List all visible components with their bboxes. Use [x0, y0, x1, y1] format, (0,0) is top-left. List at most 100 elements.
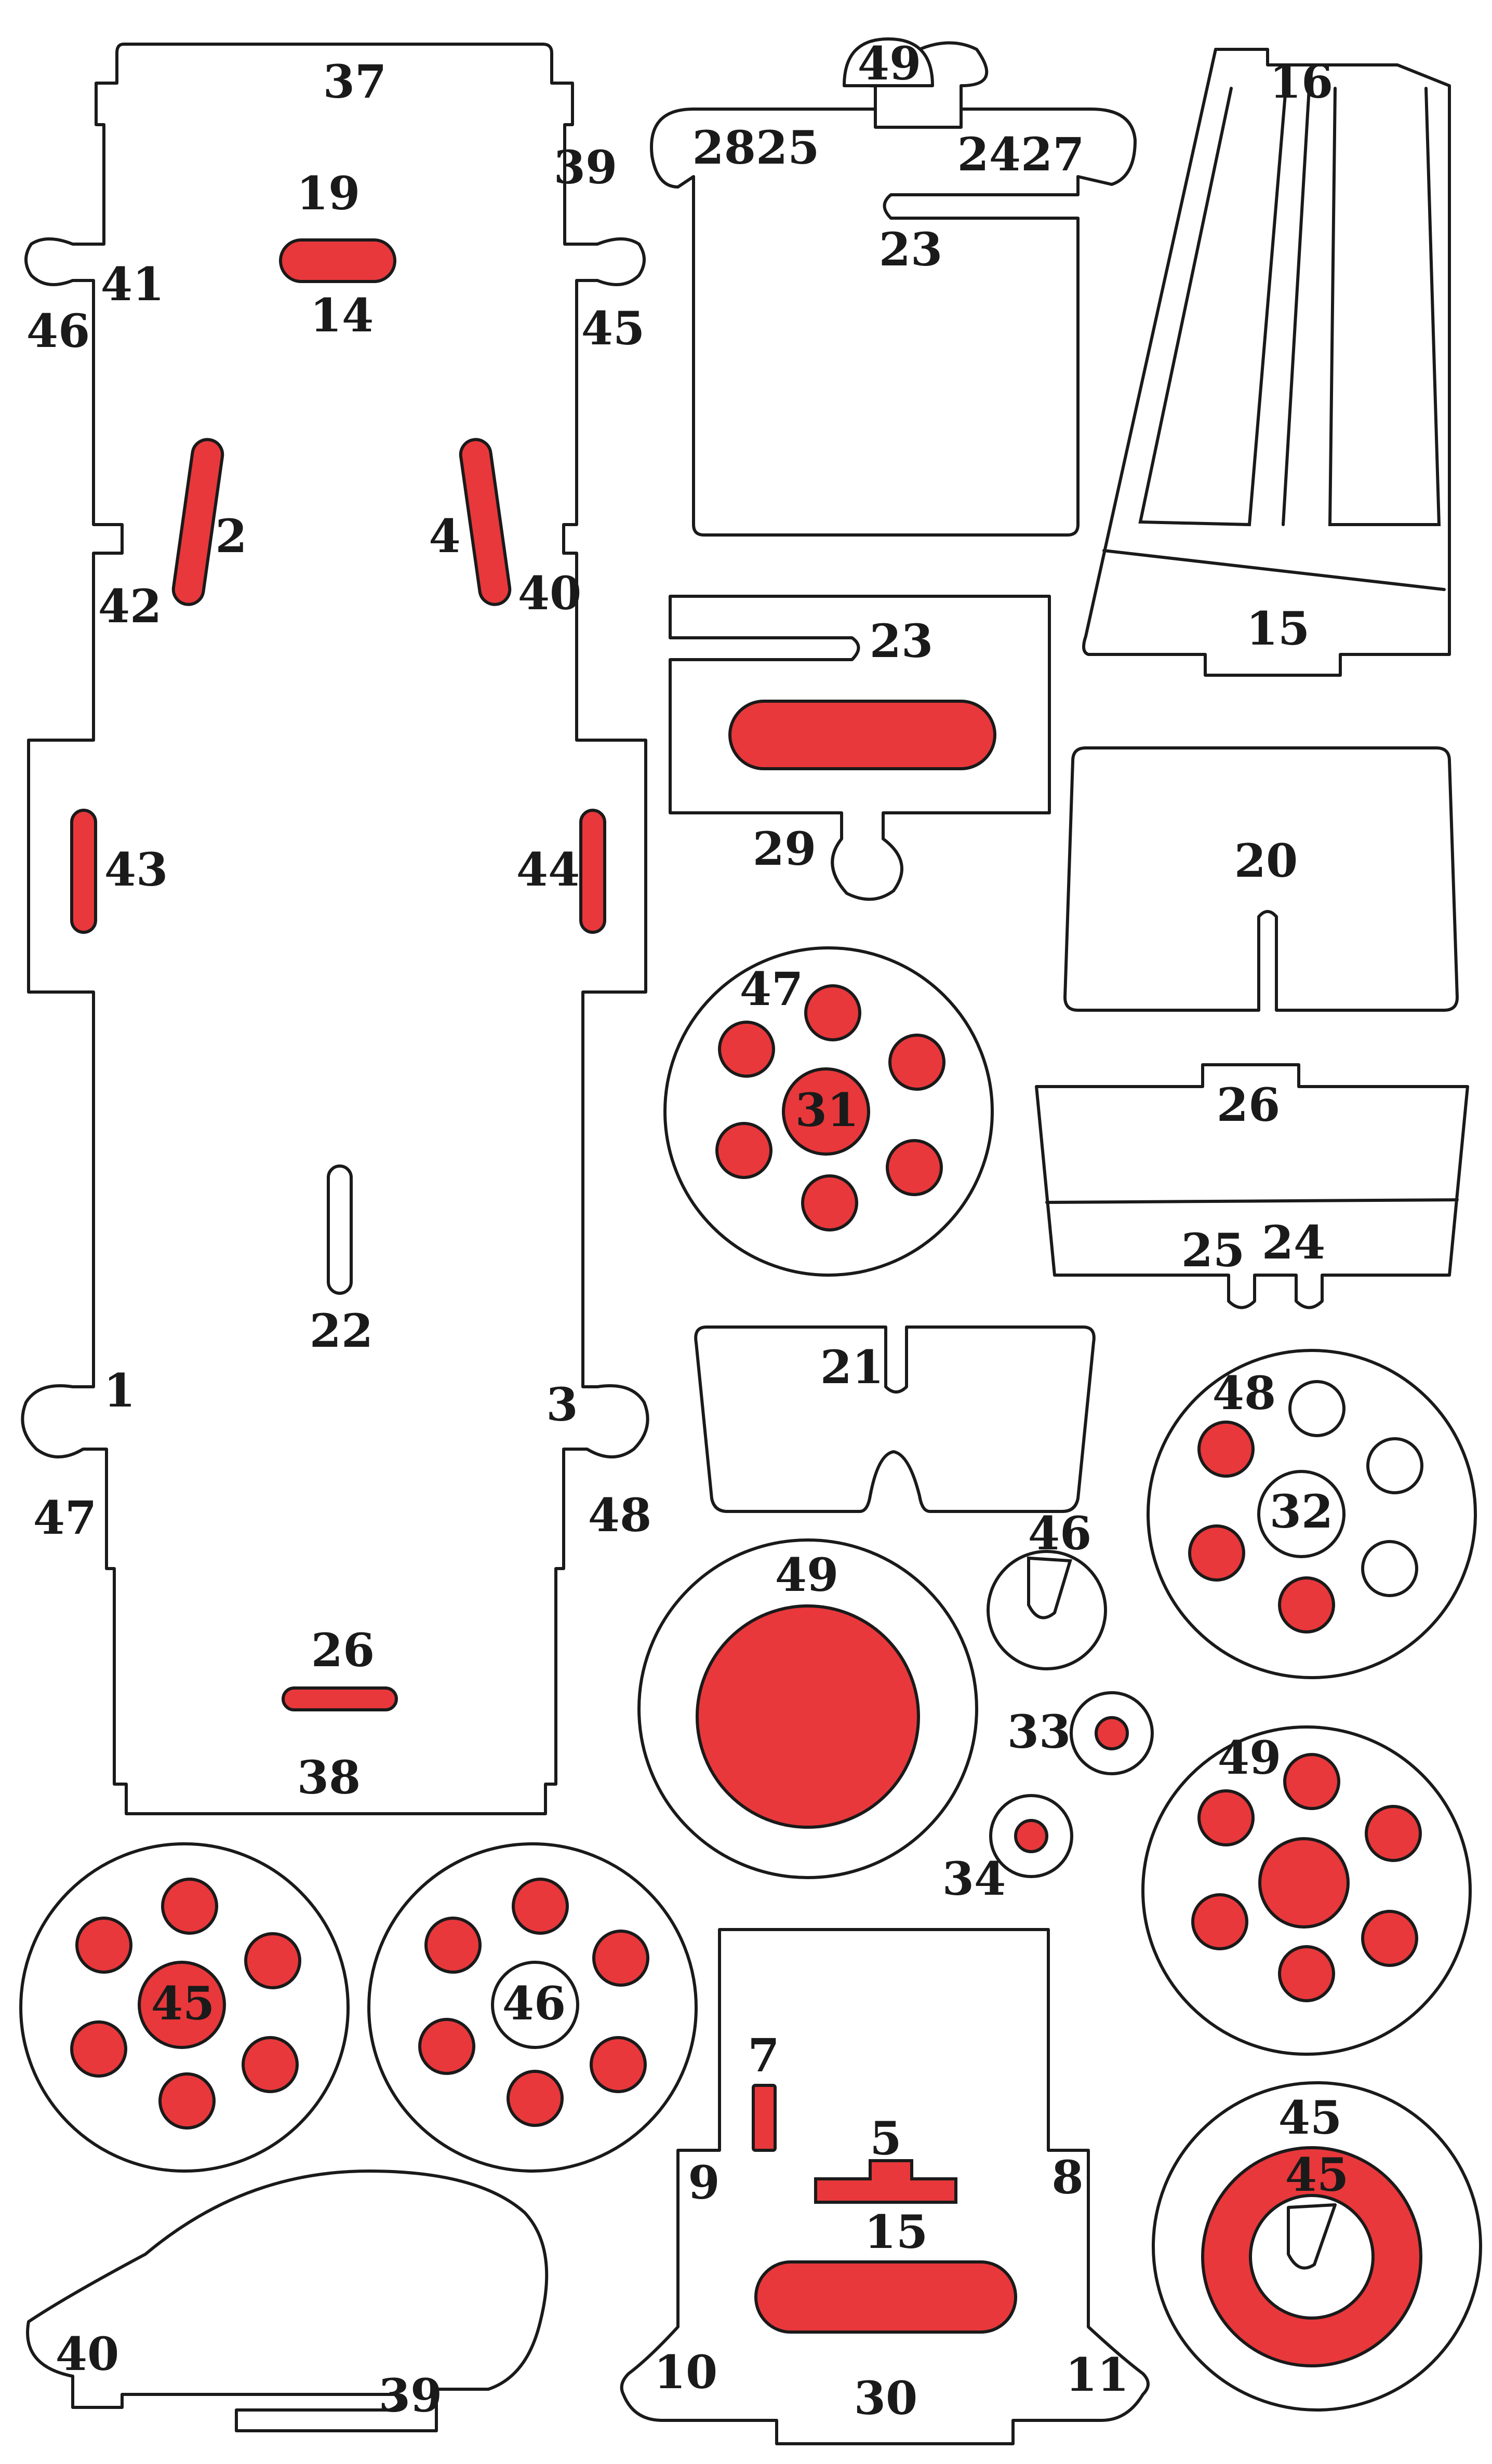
rear-panel-slot-5	[814, 2159, 957, 2204]
wheel-45-label-hub: 45	[151, 1976, 215, 2030]
wheel-32-bolt	[1361, 1540, 1418, 1597]
chassis-label-slot-4: 4	[429, 509, 460, 563]
chassis-slot-22	[327, 1164, 353, 1295]
wheel-32-label-ring: 48	[1213, 1366, 1276, 1420]
dash-part: 20	[1063, 746, 1459, 1012]
rear-panel-part: 7 5 15 9 8 10 11 30	[620, 1928, 1150, 2445]
wheel-31-part: 47 31	[663, 946, 994, 1277]
wheel-31-label-ring: 47	[740, 962, 803, 1016]
grille-stripes	[1102, 87, 1446, 591]
bumper-part: 26 25 24	[1035, 1063, 1469, 1309]
chassis-label-tab-bottom-left: 1	[103, 1363, 135, 1417]
chassis-label-notch-right: 40	[518, 566, 581, 620]
hood-panel-label-right: 2427	[957, 127, 1085, 181]
bumper-label-bottom-left: 25	[1181, 1223, 1245, 1277]
washer-46-part: 46	[987, 1506, 1107, 1670]
disc-49-part: 49	[637, 1538, 978, 1879]
rear-panel-label-15: 15	[864, 2205, 928, 2259]
chassis-label-tab-top-left: 41	[101, 257, 164, 311]
washer-33-hole	[1095, 1716, 1129, 1750]
wheel-46-hub	[491, 1961, 579, 2049]
chassis-part: 37 19 14 41 46 39 45 2 4 42 40 43 44 22 …	[21, 43, 651, 1815]
chassis-label-slot-above: 19	[297, 166, 360, 220]
washer-46-label: 46	[1028, 1506, 1091, 1560]
rear-panel-label-bottom-left: 10	[654, 2345, 717, 2399]
wheel-31-bolt	[718, 1021, 775, 1078]
wheel-46-bolt	[592, 1930, 649, 1987]
wheel-45-bolt	[242, 2036, 299, 2093]
chassis-label-slot-22: 22	[310, 1304, 373, 1358]
chassis-label-tab-bottom-left-under: 47	[33, 1491, 97, 1545]
rear-panel-label-bottom: 30	[854, 2371, 917, 2425]
wheel-46-bolt	[512, 1878, 569, 1935]
hood-panel-part: 49 2825 2427 23	[650, 36, 1137, 537]
washer-34-part: 34	[942, 1794, 1073, 1906]
wheel-49b-part: 49	[1141, 1725, 1472, 2056]
washer-33-part: 33	[1007, 1691, 1154, 1775]
wheel-46-bolt	[424, 1917, 482, 1974]
bumper-label-bottom-right: 24	[1262, 1215, 1325, 1269]
wheel-46-part: 46	[367, 1842, 698, 2173]
wheel-49b-label-ring: 49	[1218, 1731, 1281, 1785]
floor-21-outline	[694, 1325, 1096, 1513]
wheel-32-bolt	[1278, 1576, 1335, 1633]
wheel-32-bolt	[1288, 1380, 1346, 1437]
dash-label-center: 20	[1234, 834, 1298, 888]
washer-34-hole	[1014, 1819, 1048, 1853]
fender-outline	[26, 2170, 549, 2432]
wheel-46-bolt	[507, 2070, 564, 2127]
dash-outline	[1063, 746, 1459, 1012]
chassis-label-slot-2: 2	[215, 509, 247, 563]
wheel-31-bolt	[804, 984, 861, 1041]
steering-wheel-part: 45 45	[1152, 2081, 1482, 2412]
hood-panel-label-slot: 23	[879, 222, 942, 276]
rear-panel-label-left: 9	[688, 2155, 720, 2209]
wheel-49b-bolt	[1278, 1945, 1335, 2002]
floor-21-label-slot: 21	[820, 1340, 884, 1394]
chassis-label-notch-left: 42	[98, 579, 162, 633]
chassis-label-slot-44: 44	[516, 842, 580, 896]
wheel-46-bolt	[418, 2018, 475, 2075]
wheel-31-bolt	[888, 1034, 945, 1091]
fender-label-right: 39	[379, 2368, 442, 2422]
steering-wheel-label-inner: 45	[1285, 2148, 1349, 2202]
rear-panel-slot-7	[752, 2084, 777, 2152]
rear-panel-label-bottom-right: 11	[1065, 2348, 1129, 2402]
wheel-32-part: 48 32	[1147, 1349, 1477, 1679]
wheel-45-bolt	[70, 2020, 127, 2078]
wheel-49b-hub	[1258, 1837, 1350, 1929]
chassis-label-tab-bottom-right: 3	[546, 1377, 578, 1431]
chassis-slot-43	[70, 809, 97, 934]
fender-part: 40 39	[26, 2170, 549, 2432]
rear-panel-label-right: 8	[1051, 2150, 1083, 2204]
chassis-label-tab-top-right-under: 45	[581, 301, 645, 355]
disc-49-label-ring: 49	[775, 1548, 838, 1602]
wheel-45-bolt	[75, 1917, 132, 1974]
steering-wheel-label-outer: 45	[1278, 2091, 1342, 2145]
seat-panel-label-tab: 29	[753, 822, 816, 876]
wheel-45-hub	[138, 1961, 226, 2049]
chassis-label-tab-top-right: 39	[554, 140, 617, 194]
grille-label-bottom: 15	[1246, 601, 1310, 655]
disc-49-center	[696, 1604, 920, 1829]
bumper-fold-line	[1045, 1198, 1459, 1204]
wheel-32-bolt	[1366, 1437, 1423, 1494]
wheel-31-label-hub: 31	[795, 1083, 859, 1137]
floor-21-part: 21	[694, 1325, 1096, 1513]
bumper-outline	[1035, 1063, 1469, 1309]
wheel-46-label-hub: 46	[502, 1976, 566, 2030]
chassis-slot-4	[459, 438, 512, 606]
fender-label-left: 40	[56, 2327, 119, 2381]
wheel-46-bolt	[590, 2036, 647, 2093]
wheel-31-bolt	[715, 1122, 772, 1179]
grille-outline	[1082, 48, 1451, 677]
wheel-49b-bolt	[1365, 1805, 1422, 1862]
chassis-label-bottom: 38	[297, 1750, 361, 1804]
washer-33-label: 33	[1007, 1705, 1071, 1759]
grille-label-top: 16	[1270, 55, 1333, 109]
wheel-32-hub	[1257, 1470, 1346, 1558]
wheel-31-bolt	[801, 1174, 858, 1231]
rear-panel-label-7: 7	[748, 2028, 779, 2082]
hood-panel-label-knob: 49	[858, 36, 921, 90]
